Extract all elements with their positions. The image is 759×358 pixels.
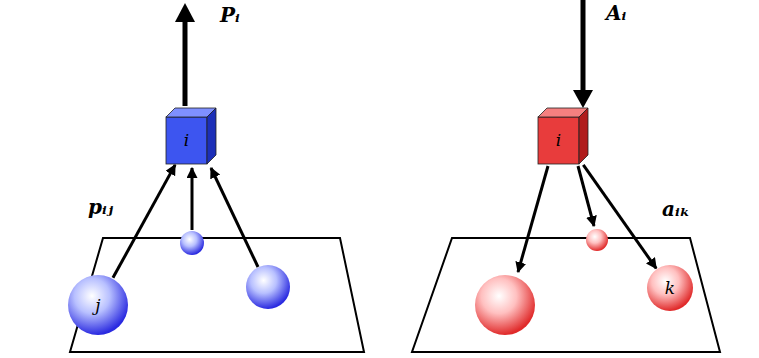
node-label: i bbox=[184, 132, 189, 149]
arrow-head bbox=[175, 3, 195, 22]
edge-label: pᵢⱼ bbox=[86, 196, 115, 218]
cube-block: i bbox=[538, 108, 588, 164]
cube-front bbox=[538, 117, 579, 164]
cube-side bbox=[579, 108, 588, 164]
node-label: k bbox=[665, 280, 675, 297]
cube-shape bbox=[166, 108, 216, 164]
flow-symbol: Pᵢ bbox=[218, 4, 242, 26]
arrow bbox=[191, 168, 194, 230]
sphere bbox=[475, 275, 535, 335]
flow-symbol: Aᵢ bbox=[604, 2, 628, 24]
arrow-head bbox=[573, 90, 593, 108]
sphere bbox=[246, 265, 290, 309]
sphere-body bbox=[68, 275, 128, 335]
cube-side bbox=[207, 108, 216, 164]
sphere-node: k bbox=[647, 265, 693, 311]
cube-block: i bbox=[166, 108, 216, 164]
node-label: i bbox=[556, 132, 561, 149]
arrow bbox=[183, 18, 188, 106]
edge-label: aᵢₖ bbox=[660, 198, 692, 220]
arrow bbox=[581, 0, 586, 92]
sphere bbox=[586, 229, 608, 251]
cube-front bbox=[166, 117, 207, 164]
node-label: j bbox=[95, 297, 100, 314]
flow-arrow bbox=[583, 165, 656, 269]
sphere-node: j bbox=[68, 275, 128, 335]
flow-arrow bbox=[113, 165, 175, 278]
arrow bbox=[211, 168, 258, 267]
sphere-body bbox=[647, 265, 693, 311]
arrow bbox=[518, 166, 548, 272]
cube-shape bbox=[538, 108, 588, 164]
sphere bbox=[180, 231, 204, 255]
plane bbox=[412, 238, 720, 352]
